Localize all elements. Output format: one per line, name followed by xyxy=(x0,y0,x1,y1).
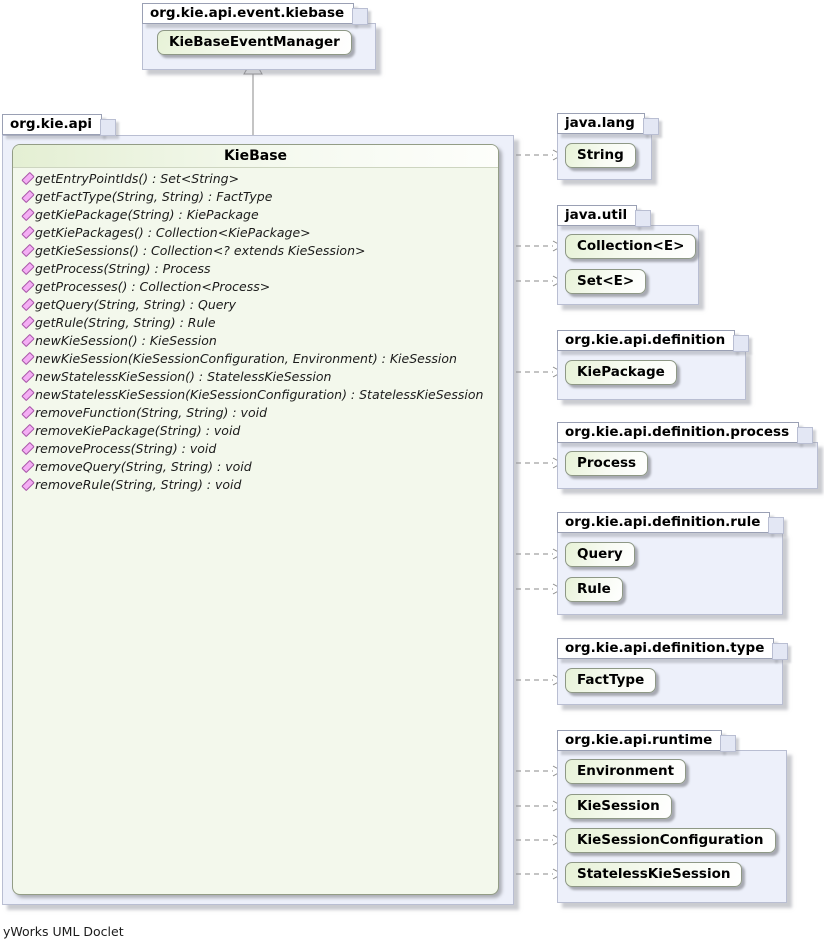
class-node-sete[interactable]: Set<E> xyxy=(565,269,647,294)
package-tab-java-util[interactable]: java.util xyxy=(557,205,652,227)
method-icon xyxy=(20,477,35,491)
method-signature[interactable]: getKieSessions() : Collection<? extends … xyxy=(35,242,366,258)
method-row[interactable]: getKieSessions() : Collection<? extends … xyxy=(13,241,498,259)
class-node-kiebaseeventmanager[interactable]: KieBaseEventManager xyxy=(157,30,352,55)
class-node-process[interactable]: Process xyxy=(565,451,649,476)
package-tab-org-kie-api-definition-rule[interactable]: org.kie.api.definition.rule xyxy=(557,512,785,534)
method-icon xyxy=(20,171,35,185)
method-signature[interactable]: removeProcess(String) : void xyxy=(35,440,217,456)
method-icon xyxy=(20,351,35,365)
method-signature[interactable]: getQuery(String, String) : Query xyxy=(35,296,236,312)
class-title-kiebase[interactable]: KieBase xyxy=(13,145,498,168)
method-signature[interactable]: getRule(String, String) : Rule xyxy=(35,314,216,330)
class-node-query[interactable]: Query xyxy=(565,542,635,567)
package-tab-org-kie-api-event-kiebase[interactable]: org.kie.api.event.kiebase xyxy=(142,3,369,25)
class-node-kiesession[interactable]: KieSession xyxy=(565,794,672,819)
method-icon xyxy=(20,207,35,221)
method-signature[interactable]: getKiePackages() : Collection<KiePackage… xyxy=(35,224,311,240)
method-row[interactable]: newStatelessKieSession() : StatelessKieS… xyxy=(13,367,498,385)
method-signature[interactable]: getProcess(String) : Process xyxy=(35,260,211,276)
method-signature[interactable]: newKieSession(KieSessionConfiguration, E… xyxy=(35,350,457,366)
method-signature[interactable]: getKiePackage(String) : KiePackage xyxy=(35,206,259,222)
method-signature[interactable]: newStatelessKieSession() : StatelessKieS… xyxy=(35,368,332,384)
method-signature[interactable]: removeKiePackage(String) : void xyxy=(35,422,241,438)
class-node-string[interactable]: String xyxy=(565,143,636,168)
method-signature[interactable]: removeFunction(String, String) : void xyxy=(35,404,268,420)
method-signature[interactable]: getProcesses() : Collection<Process> xyxy=(35,278,271,294)
package-tab-org-kie-api-definition-process[interactable]: org.kie.api.definition.process xyxy=(557,422,814,444)
method-icon xyxy=(20,441,35,455)
method-row[interactable]: removeKiePackage(String) : void xyxy=(13,421,498,439)
method-row[interactable]: removeRule(String, String) : void xyxy=(13,475,498,493)
method-signature[interactable]: getEntryPointIds() : Set<String> xyxy=(35,170,240,186)
method-row[interactable]: getProcesses() : Collection<Process> xyxy=(13,277,498,295)
class-node-statelesskiesession[interactable]: StatelessKieSession xyxy=(565,862,743,887)
method-icon xyxy=(20,189,35,203)
method-icon xyxy=(20,315,35,329)
method-icon xyxy=(20,369,35,383)
method-signature[interactable]: newStatelessKieSession(KieSessionConfigu… xyxy=(35,386,484,402)
method-row[interactable]: getKiePackages() : Collection<KiePackage… xyxy=(13,223,498,241)
method-signature[interactable]: removeQuery(String, String) : void xyxy=(35,458,252,474)
class-node-facttype[interactable]: FactType xyxy=(565,668,657,693)
package-tab-org-kie-api-runtime[interactable]: org.kie.api.runtime xyxy=(557,730,737,752)
method-icon xyxy=(20,243,35,257)
method-signature[interactable]: removeRule(String, String) : void xyxy=(35,476,242,492)
method-row[interactable]: newStatelessKieSession(KieSessionConfigu… xyxy=(13,385,498,403)
class-node-rule[interactable]: Rule xyxy=(565,577,623,602)
package-tab-org-kie-api-definition-type[interactable]: org.kie.api.definition.type xyxy=(557,638,789,660)
method-row[interactable]: getEntryPointIds() : Set<String> xyxy=(13,169,498,187)
method-icon xyxy=(20,333,35,347)
method-row[interactable]: getKiePackage(String) : KiePackage xyxy=(13,205,498,223)
method-icon xyxy=(20,261,35,275)
method-row[interactable]: removeProcess(String) : void xyxy=(13,439,498,457)
method-icon xyxy=(20,225,35,239)
package-tab-java-lang[interactable]: java.lang xyxy=(557,113,659,135)
method-icon xyxy=(20,405,35,419)
method-row[interactable]: getRule(String, String) : Rule xyxy=(13,313,498,331)
method-signature[interactable]: newKieSession() : KieSession xyxy=(35,332,217,348)
method-icon xyxy=(20,423,35,437)
footer-caption: yWorks UML Doclet xyxy=(3,924,124,939)
method-row[interactable]: getFactType(String, String) : FactType xyxy=(13,187,498,205)
class-node-kiebase: KieBase getEntryPointIds() : Set<String>… xyxy=(12,144,499,895)
class-node-collectione[interactable]: Collection<E> xyxy=(565,234,697,259)
class-node-kiesessionconfiguration[interactable]: KieSessionConfiguration xyxy=(565,828,776,853)
method-icon xyxy=(20,387,35,401)
method-row[interactable]: removeFunction(String, String) : void xyxy=(13,403,498,421)
class-node-environment[interactable]: Environment xyxy=(565,759,687,784)
package-tab-org-kie-api[interactable]: org.kie.api xyxy=(2,114,117,136)
class-node-kiepackage[interactable]: KiePackage xyxy=(565,360,677,385)
package-tab-org-kie-api-definition[interactable]: org.kie.api.definition xyxy=(557,330,750,352)
method-row[interactable]: newKieSession() : KieSession xyxy=(13,331,498,349)
method-icon xyxy=(20,297,35,311)
method-row[interactable]: getProcess(String) : Process xyxy=(13,259,498,277)
method-icon xyxy=(20,459,35,473)
method-row[interactable]: removeQuery(String, String) : void xyxy=(13,457,498,475)
method-row[interactable]: getQuery(String, String) : Query xyxy=(13,295,498,313)
method-row[interactable]: newKieSession(KieSessionConfiguration, E… xyxy=(13,349,498,367)
kiebase-method-list: getEntryPointIds() : Set<String> getFactT… xyxy=(13,168,498,493)
method-signature[interactable]: getFactType(String, String) : FactType xyxy=(35,188,273,204)
method-icon xyxy=(20,279,35,293)
